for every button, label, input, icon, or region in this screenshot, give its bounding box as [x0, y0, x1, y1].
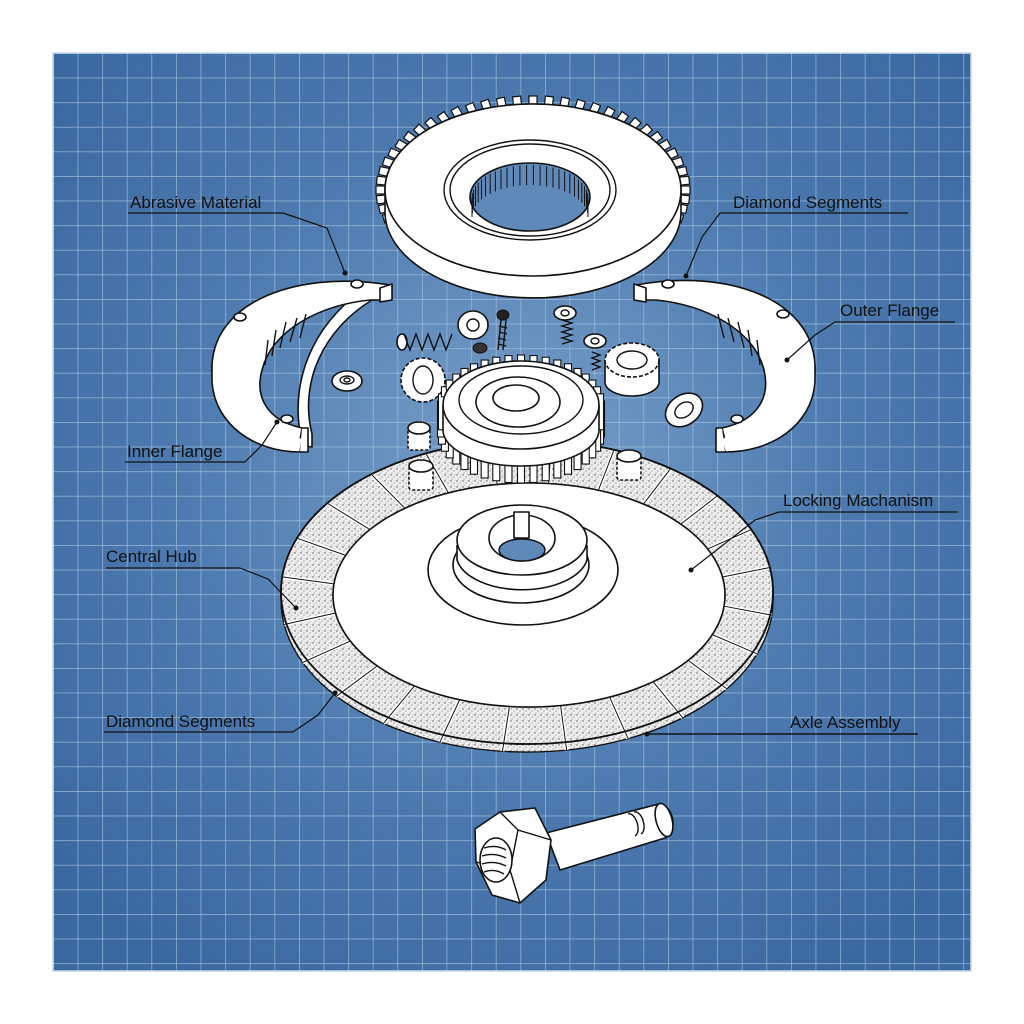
leader-dot — [293, 605, 299, 611]
hub-gear-part — [436, 354, 606, 484]
leader-dot — [784, 357, 790, 363]
small-parts — [331, 305, 704, 428]
leader-line — [244, 421, 278, 463]
leader-dot — [332, 690, 338, 696]
label-text: Locking Machanism — [783, 491, 933, 510]
central-hub-part — [427, 504, 619, 626]
leader-dot — [274, 419, 280, 425]
axle-bolt-part — [474, 802, 674, 904]
leader-dot — [644, 731, 650, 737]
right-flange-part — [633, 279, 816, 453]
washer-left — [331, 370, 363, 392]
washer-small — [472, 342, 488, 354]
bearing-right — [664, 392, 704, 428]
label-outer-flange: Outer Flange — [784, 301, 955, 363]
bearing-top — [457, 310, 489, 340]
label-axle-assembly: Axle Assembly — [644, 713, 918, 737]
pin-1 — [407, 421, 431, 451]
cutting-disc-part — [280, 439, 774, 753]
leader-dot — [683, 273, 689, 279]
ring-gear-part — [375, 95, 691, 299]
label-text: Axle Assembly — [790, 713, 901, 732]
leader-line — [690, 511, 780, 571]
pin-2 — [408, 459, 434, 491]
leader-dot — [342, 270, 348, 276]
leader-line — [685, 212, 721, 277]
label-text: Central Hub — [106, 547, 197, 566]
label-central-hub: Central Hub — [106, 547, 299, 611]
label-text: Outer Flange — [840, 301, 939, 320]
pinion-gear-left — [400, 357, 446, 403]
leader-dot — [688, 567, 694, 573]
label-text: Abrasive Material — [130, 193, 261, 212]
screw — [496, 309, 510, 351]
leader-line — [239, 567, 297, 609]
label-abrasive-material: Abrasive Material — [128, 193, 348, 276]
spring-right — [583, 333, 607, 371]
left-flange-inner-splines — [264, 313, 307, 366]
label-locking-mechanism: Locking Machanism — [688, 491, 958, 573]
leader-line — [292, 692, 336, 733]
spring-left — [396, 332, 453, 352]
label-diamond-segments-bottom: Diamond Segments — [104, 690, 338, 733]
label-inner-flange: Inner Flange — [125, 419, 280, 463]
label-diamond-segments-top: Diamond Segments — [683, 193, 908, 279]
label-text: Diamond Segments — [733, 193, 882, 212]
left-flange-part — [211, 279, 393, 453]
pin-3 — [616, 449, 642, 481]
leader-line — [282, 212, 346, 274]
planet-pins — [407, 421, 642, 491]
right-flange-inner-splines — [717, 313, 761, 366]
label-text: Diamond Segments — [106, 712, 255, 731]
spring-center — [553, 305, 577, 345]
leader-line — [786, 321, 836, 361]
label-text: Inner Flange — [127, 442, 222, 461]
pinion-gear-right — [604, 342, 660, 397]
